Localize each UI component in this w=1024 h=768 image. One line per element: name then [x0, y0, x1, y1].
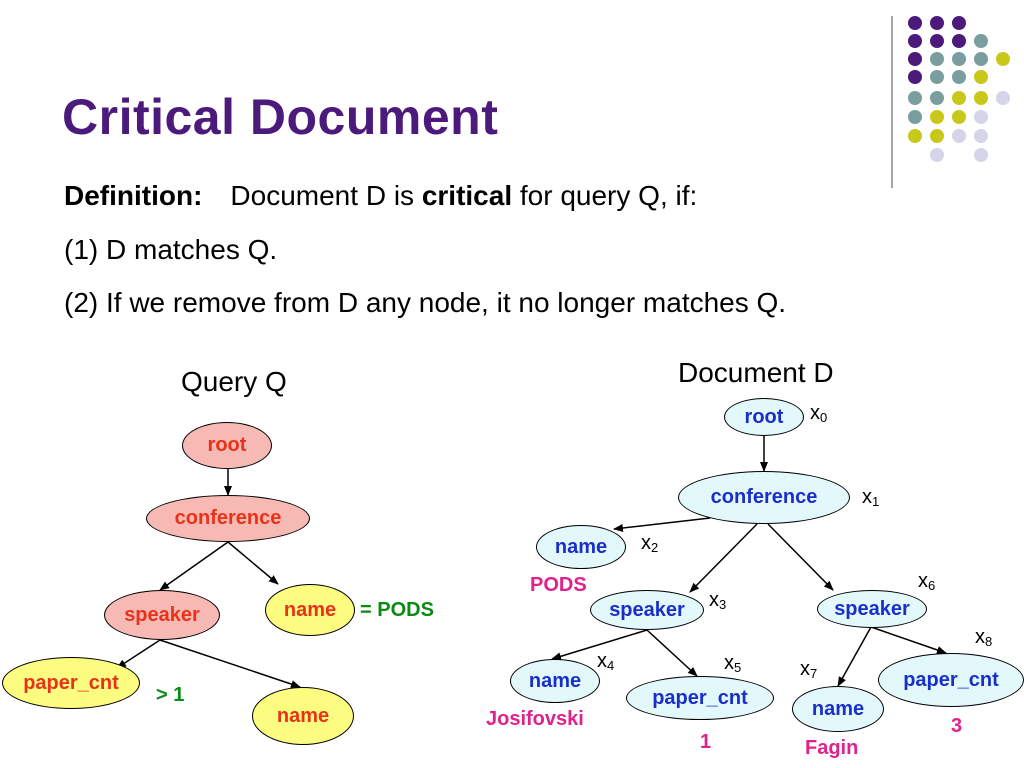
- d-var-x4: x4: [597, 650, 615, 673]
- definition-keyword: critical: [421, 180, 513, 211]
- condition-1: (1) D matches Q.: [64, 234, 278, 265]
- d-var-x8: x8: [975, 626, 993, 649]
- q-node-name: name: [265, 584, 355, 636]
- d-value-name-1: Josifovski: [486, 708, 584, 730]
- decorative-dot: [974, 52, 988, 66]
- d-var-x0: x0: [810, 402, 828, 425]
- decorative-dot: [930, 52, 944, 66]
- d-node-paper-cnt-1: paper_cnt: [626, 676, 774, 720]
- decorative-dot: [952, 16, 966, 30]
- decorative-dot: [974, 70, 988, 84]
- q-edge-conference-speaker: [159, 541, 229, 591]
- decorative-dot: [974, 34, 988, 48]
- d-edge-speaker2-paper-cnt: [870, 626, 947, 654]
- q-node-root: root: [182, 422, 272, 469]
- decorative-dot: [952, 129, 966, 143]
- condition-2: (2) If we remove from D any node, it no …: [64, 287, 787, 318]
- decorative-divider: [891, 16, 893, 188]
- decorative-dot: [996, 52, 1010, 66]
- decorative-dot: [930, 70, 944, 84]
- decorative-dot: [930, 148, 944, 162]
- d-var-x6: x6: [918, 570, 936, 593]
- q-node-conference: conference: [146, 495, 310, 542]
- q-node-speaker: speaker: [104, 590, 220, 640]
- decorative-dot: [930, 16, 944, 30]
- d-value-name: PODS: [530, 574, 587, 596]
- decorative-dot: [908, 70, 922, 84]
- decorative-dot: [930, 110, 944, 124]
- decorative-dot: [930, 129, 944, 143]
- d-edge-conference-speaker1: [689, 523, 758, 593]
- decorative-dot: [952, 70, 966, 84]
- decorative-dot: [974, 148, 988, 162]
- d-node-name-1: name: [510, 659, 600, 703]
- query-title: Query Q: [181, 366, 287, 397]
- decorative-dot: [908, 129, 922, 143]
- definition-pre: Document D is: [230, 180, 422, 211]
- d-node-paper-cnt-2: paper_cnt: [878, 653, 1024, 707]
- decorative-dot: [974, 91, 988, 105]
- d-var-x2: x2: [641, 532, 659, 555]
- d-edge-speaker1-name: [551, 629, 648, 661]
- decorative-dot: [930, 91, 944, 105]
- decorative-dot: [952, 110, 966, 124]
- d-edge-speaker1-paper-cnt: [646, 629, 698, 677]
- q-edge-conference-name: [227, 541, 279, 585]
- decorative-dot: [908, 110, 922, 124]
- q-node-paper-cnt: paper_cnt: [2, 657, 140, 709]
- d-var-x1: x1: [862, 486, 880, 509]
- d-value-paper-cnt-1: 1: [700, 731, 712, 753]
- definition-line: Definition: Document D is critical for qu…: [64, 180, 697, 212]
- decorative-dot: [974, 110, 988, 124]
- q-edge-speaker-paper-cnt: [116, 639, 161, 669]
- decorative-dot: [908, 34, 922, 48]
- d-node-name-2: name: [792, 686, 884, 732]
- decorative-dot: [974, 129, 988, 143]
- decorative-dot: [908, 52, 922, 66]
- decorative-dot: [908, 91, 922, 105]
- q-condition-paper-cnt: > 1: [156, 684, 185, 706]
- definition-label: Definition:: [64, 180, 203, 211]
- d-var-x3: x3: [709, 589, 727, 612]
- d-edge-speaker2-name: [837, 626, 872, 687]
- decorative-dot: [952, 91, 966, 105]
- decorative-dot: [908, 16, 922, 30]
- d-value-name-2: Fagin: [805, 737, 859, 759]
- decorative-dot: [930, 34, 944, 48]
- d-node-speaker-2: speaker: [817, 590, 927, 628]
- decorative-dot: [996, 91, 1010, 105]
- definition-post: for query Q, if:: [512, 180, 698, 211]
- decorative-dot: [952, 52, 966, 66]
- q-node-speaker-name: name: [252, 687, 354, 745]
- d-node-speaker-1: speaker: [590, 590, 704, 630]
- decorative-dot: [952, 34, 966, 48]
- slide-title: Critical Document: [62, 89, 499, 145]
- d-value-paper-cnt-2: 3: [951, 715, 963, 737]
- d-edge-conference-name: [613, 517, 711, 532]
- d-edge-conference-speaker2: [767, 523, 834, 591]
- d-node-name: name: [536, 525, 626, 569]
- q-edge-speaker-name: [159, 639, 301, 688]
- d-var-x5: x5: [724, 652, 742, 675]
- d-var-x7: x7: [800, 658, 818, 681]
- q-condition-name: = PODS: [360, 599, 434, 621]
- document-title: Document D: [678, 357, 834, 388]
- d-node-conference: conference: [678, 471, 850, 524]
- d-node-root: root: [724, 398, 804, 436]
